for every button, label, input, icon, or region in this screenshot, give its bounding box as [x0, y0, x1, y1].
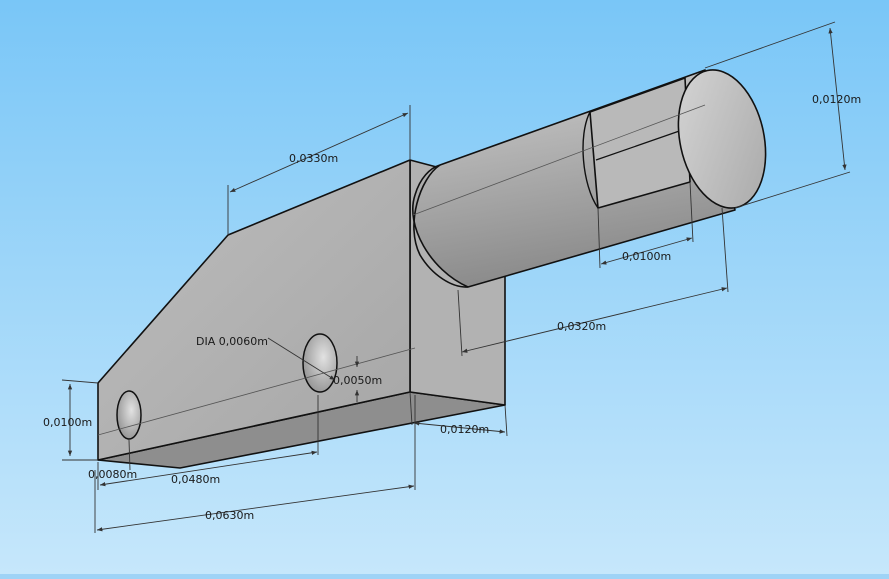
dim-end-offset: 0,0080m	[88, 468, 137, 481]
dim-plate-height: 0,0100m	[43, 416, 92, 429]
dim-hole-diameter: DIA 0,0060m	[196, 335, 268, 348]
dim-plate-top-length: 0,0330m	[289, 152, 338, 165]
dim-cylinder-length: 0,0320m	[557, 320, 606, 333]
dim-plate-thickness: 0,0120m	[440, 423, 489, 436]
dim-hole-offset: 0,0050m	[333, 374, 382, 387]
dim-cylinder-diameter: 0,0120m	[812, 93, 861, 106]
dim-total-length: 0,0630m	[205, 509, 254, 522]
dim-flat-length: 0,0100m	[622, 250, 671, 263]
dimension-lines	[61, 21, 851, 533]
dimension-labels: 0,0330m 0,0120m 0,0100m 0,0320m DIA 0,00…	[43, 93, 861, 522]
mounting-holes	[116, 333, 338, 440]
dim-hole-spacing: 0,0480m	[171, 473, 220, 486]
hole-left	[116, 390, 142, 440]
plate-front-face	[97, 159, 411, 461]
cylinder-left-end	[413, 164, 469, 288]
hole-right	[302, 333, 338, 393]
cylinder-shaft	[97, 69, 767, 436]
